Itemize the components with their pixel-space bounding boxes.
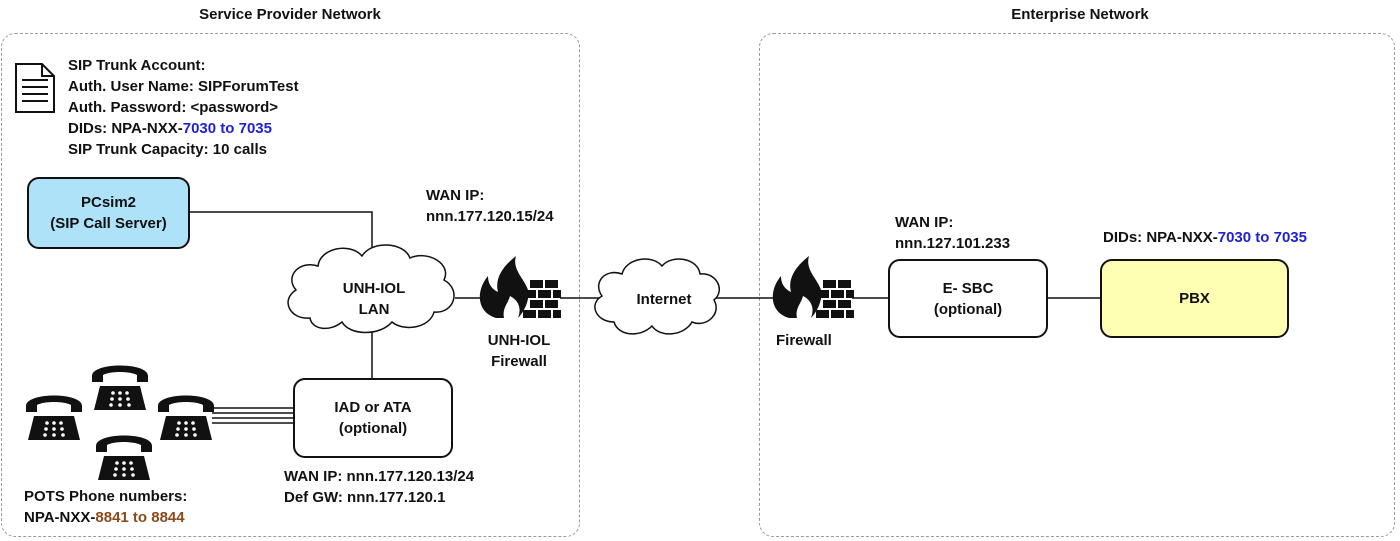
- firewall-label-line2: Firewall: [491, 353, 547, 370]
- pbx-dids-range: 7030 to 7035: [1217, 229, 1307, 246]
- pots-title: POTS Phone numbers:: [24, 488, 188, 505]
- e-sbc-node: E- SBC (optional): [888, 259, 1048, 338]
- provider-network-zone: [1, 33, 580, 537]
- phone-icon-3: [158, 395, 214, 440]
- provider-wan-ip: nnn.177.120.15/24: [426, 208, 554, 225]
- account-dids-prefix: DIDs: NPA-NXX-: [68, 120, 183, 137]
- pbx-dids-label: DIDs: NPA-NXX-7030 to 7035: [1103, 227, 1307, 248]
- document-icon: [15, 63, 55, 113]
- e-sbc-label: E- SBC: [942, 279, 994, 297]
- enterprise-network-title: Enterprise Network: [1011, 6, 1149, 23]
- pbx-node: PBX: [1100, 259, 1289, 338]
- iad-label: IAD or ATA: [334, 399, 412, 416]
- pots-numbers: NPA-NXX-8841 to 8844: [24, 507, 187, 528]
- internet-label: Internet: [614, 288, 714, 310]
- internet-label-text: Internet: [636, 290, 692, 308]
- pcsim2-label: PCsim2: [80, 194, 137, 211]
- phone-icon-1: [92, 365, 148, 410]
- provider-wan-ip-label: WAN IP: nnn.177.120.15/24: [426, 185, 554, 227]
- pcsim2-node: PCsim2 (SIP Call Server): [27, 177, 190, 249]
- sip-trunk-account-info: SIP Trunk Account: Auth. User Name: SIPF…: [68, 55, 299, 160]
- account-password: Auth. Password: <password>: [68, 99, 279, 116]
- account-dids-range: 7030 to 7035: [182, 120, 272, 137]
- iad-network-info: WAN IP: nnn.177.120.13/24 Def GW: nnn.17…: [284, 466, 474, 508]
- iad-sublabel: (optional): [338, 420, 408, 437]
- enterprise-firewall-label-text: Firewall: [776, 332, 832, 349]
- pots-range: 8841 to 8844: [95, 509, 185, 526]
- pcsim2-sublabel: (SIP Call Server): [50, 215, 167, 232]
- firewall-label-line1: UNH-IOL: [487, 332, 551, 349]
- enterprise-wan-ip: nnn.127.101.233: [895, 235, 1011, 252]
- pbx-dids-prefix: DIDs: NPA-NXX-: [1103, 229, 1218, 246]
- iad-ata-node: IAD or ATA (optional): [293, 378, 453, 458]
- enterprise-wan-title: WAN IP:: [895, 214, 954, 231]
- unh-iol-lan-label: UNH-IOL LAN: [312, 276, 436, 322]
- e-sbc-sublabel: (optional): [933, 300, 1003, 318]
- enterprise-wan-ip-label: WAN IP: nnn.127.101.233: [895, 212, 1010, 254]
- account-capacity: SIP Trunk Capacity: 10 calls: [68, 141, 267, 158]
- iad-default-gateway: Def GW: nnn.177.120.1: [284, 489, 446, 506]
- phone-icon-4: [96, 435, 152, 480]
- pots-numbers-label: POTS Phone numbers: NPA-NXX-8841 to 8844: [24, 486, 187, 528]
- lan-cloud-icon: [287, 244, 455, 334]
- enterprise-firewall-icon: [772, 256, 854, 318]
- pbx-label: PBX: [1179, 290, 1210, 307]
- provider-network-title: Service Provider Network: [199, 6, 381, 23]
- account-username: Auth. User Name: SIPForumTest: [68, 78, 299, 95]
- enterprise-firewall-label: Firewall: [776, 330, 832, 351]
- pots-prefix: NPA-NXX-: [24, 509, 96, 526]
- lan-label-line2: LAN: [358, 301, 390, 318]
- account-dids: DIDs: NPA-NXX-7030 to 7035: [68, 118, 299, 139]
- unh-iol-firewall-icon: [479, 256, 561, 318]
- iad-wan-ip: WAN IP: nnn.177.120.13/24: [284, 468, 475, 485]
- phone-icon-2: [26, 395, 82, 440]
- unh-iol-firewall-label: UNH-IOL Firewall: [486, 330, 552, 372]
- enterprise-network-zone: [759, 33, 1395, 537]
- account-title: SIP Trunk Account:: [68, 57, 206, 74]
- internet-cloud-icon: [594, 258, 720, 335]
- lan-label-line1: UNH-IOL: [342, 280, 406, 297]
- provider-wan-title: WAN IP:: [426, 187, 485, 204]
